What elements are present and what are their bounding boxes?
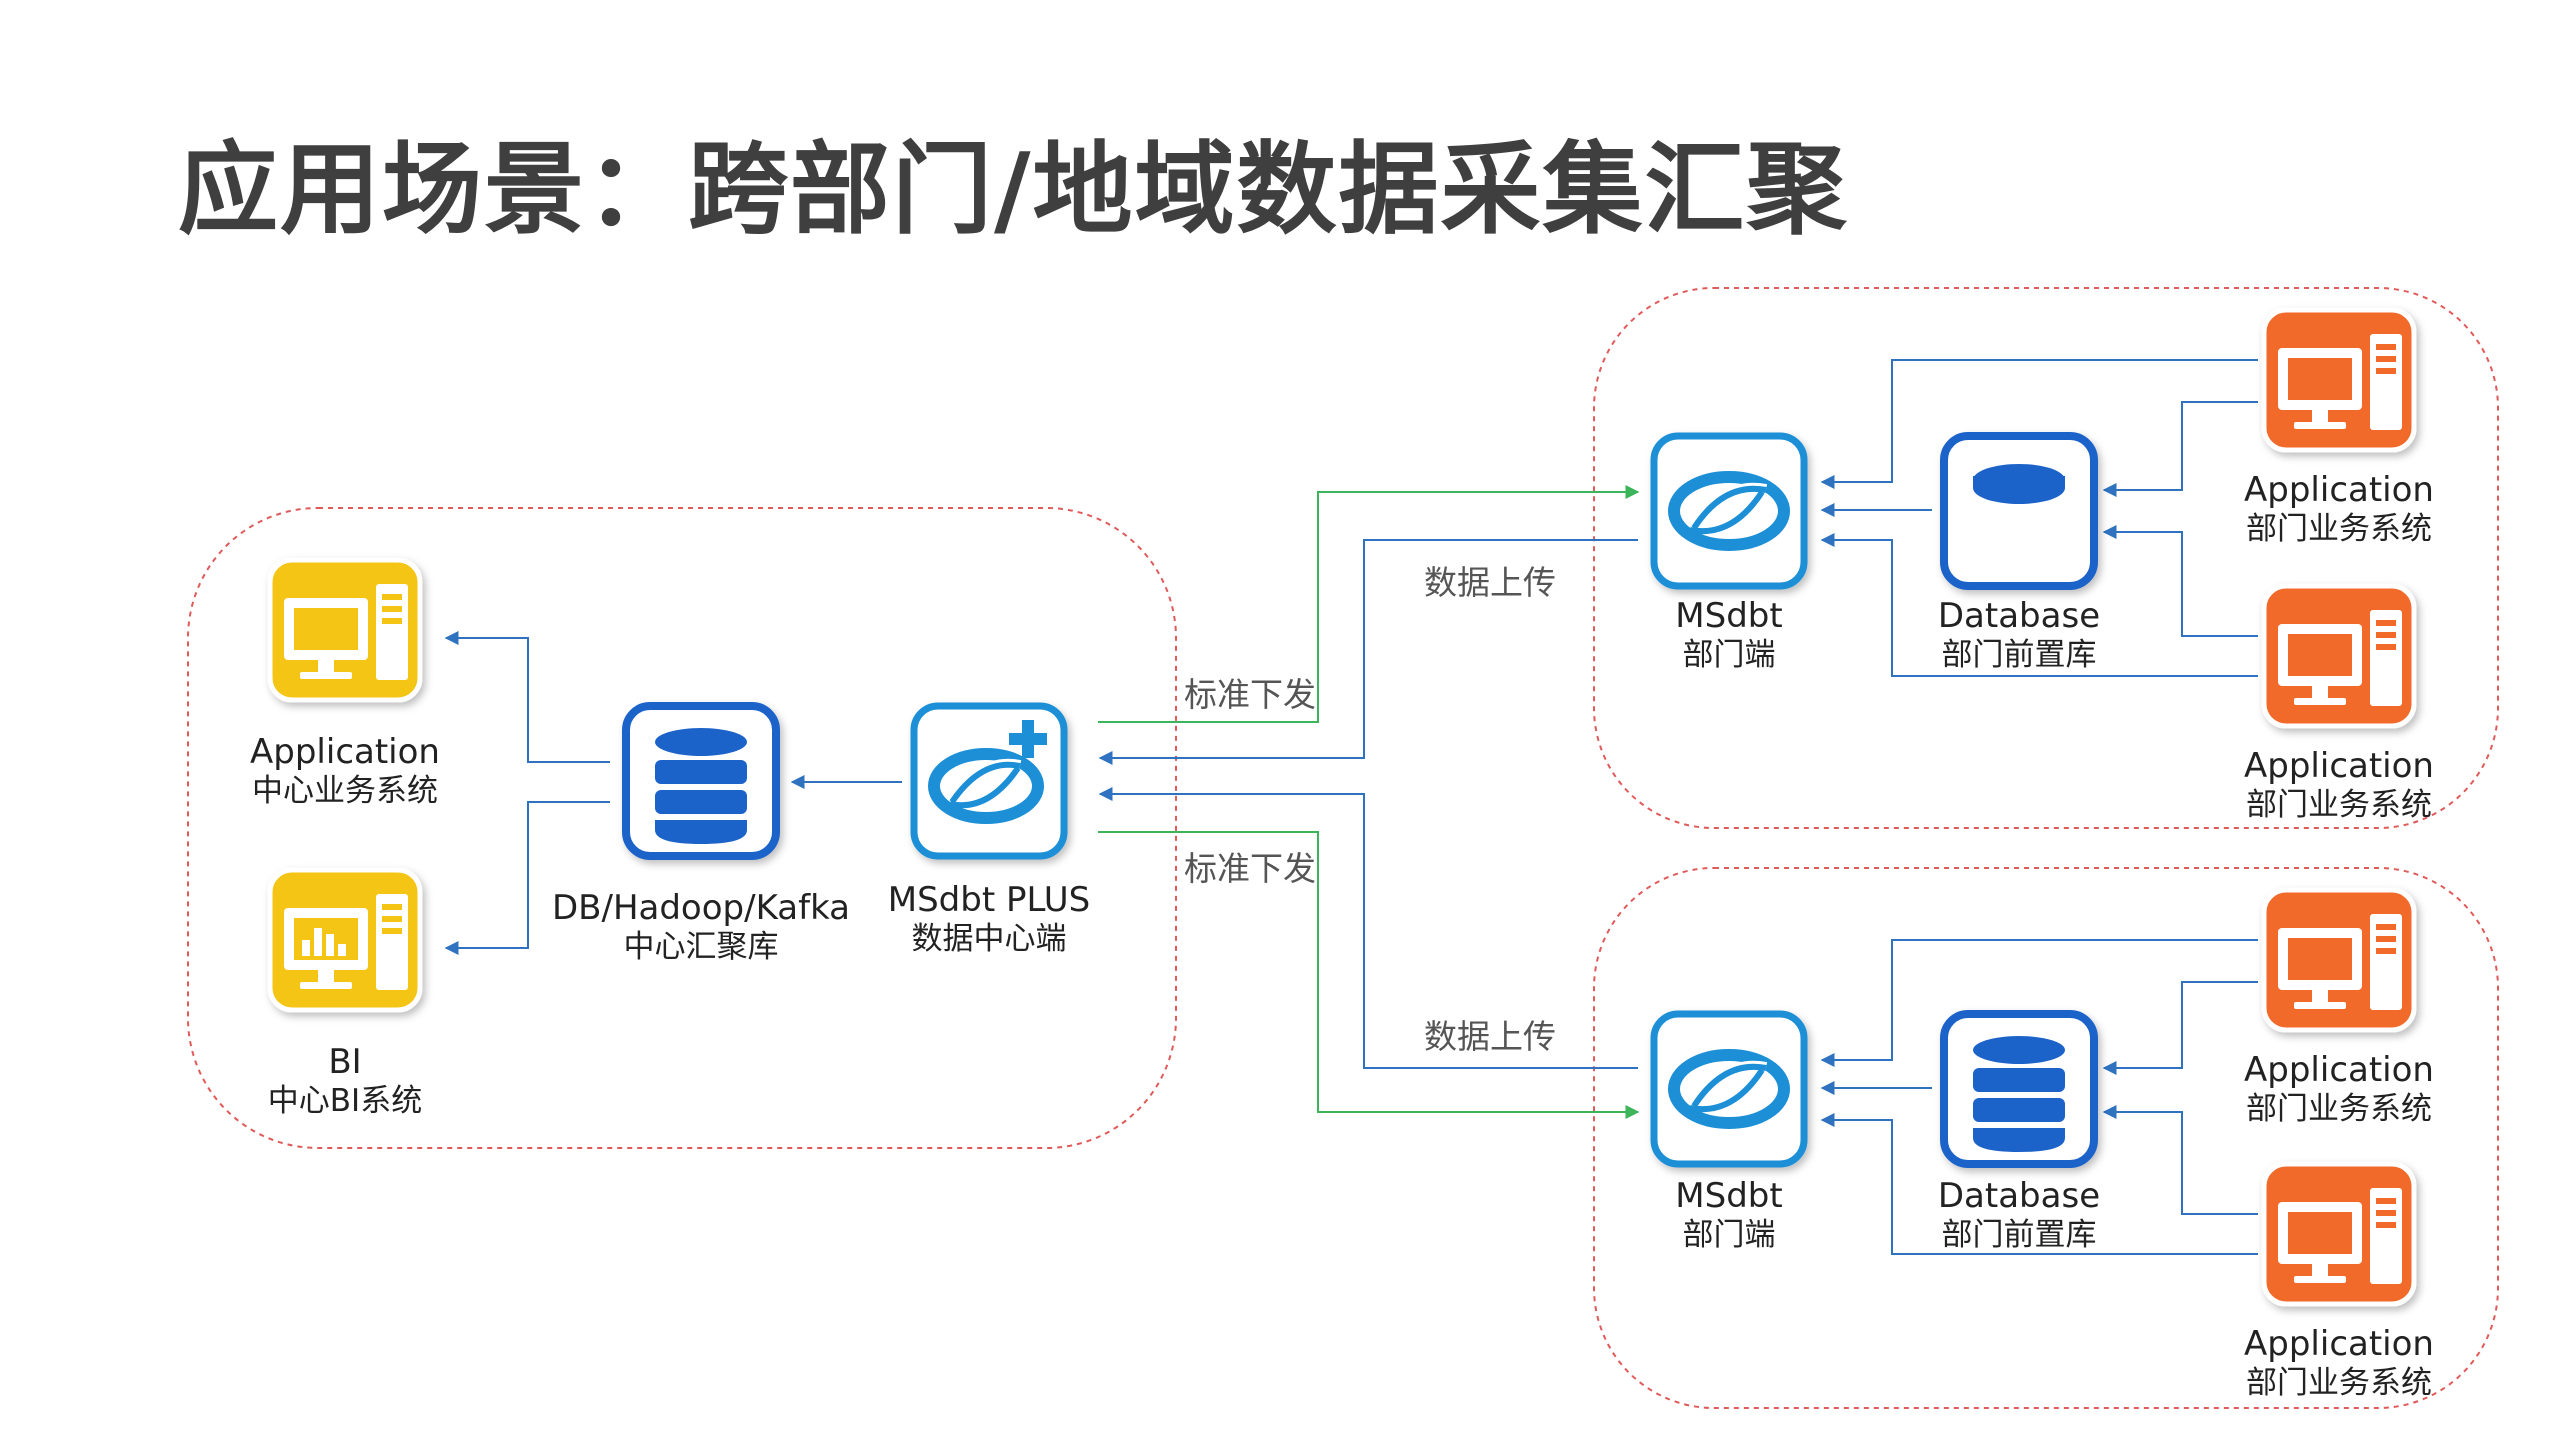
dept-top-app2-desc: 部门业务系统: [2246, 787, 2432, 823]
center-app-icon: [270, 560, 420, 700]
dept-top-app2-icon: [2264, 586, 2414, 726]
center-bi-name: BI: [328, 1042, 362, 1082]
center-store-icon: [626, 706, 776, 856]
department-region-top: [1593, 287, 2499, 829]
center-store-name: DB/Hadoop/Kafka: [551, 888, 850, 928]
dept-top-app1-name: Application: [2244, 470, 2434, 510]
dept-bottom-app2-name: Application: [2244, 1324, 2434, 1364]
msdbt-plus-name: MSdbt PLUS: [887, 880, 1091, 920]
dept-bottom-app2-desc: 部门业务系统: [2246, 1365, 2432, 1401]
dept-top-app1-desc: 部门业务系统: [2246, 511, 2432, 547]
department-region-bottom: [1593, 867, 2499, 1409]
center-bi-desc: 中心BI系统: [267, 1083, 423, 1119]
dept-top-msdbt-icon: [1654, 436, 1804, 586]
center-app-label: Application 中心业务系统: [220, 732, 470, 810]
center-bi-label: BI 中心BI系统: [220, 1042, 470, 1120]
dept-bottom-app1-icon: [2264, 890, 2414, 1030]
dept-bottom-msdbt-desc: 部门端: [1682, 1217, 1776, 1253]
dept-top-app1-icon: [2264, 310, 2414, 450]
center-app-desc: 中心业务系统: [252, 773, 438, 809]
center-region: [187, 507, 1177, 1149]
dept-top-msdbt-name: MSdbt: [1675, 596, 1783, 636]
dept-bottom-msdbt-name: MSdbt: [1675, 1176, 1783, 1216]
dept-bottom-db-label: Database 部门前置库: [1899, 1176, 2139, 1254]
center-store-label: DB/Hadoop/Kafka 中心汇聚库: [546, 888, 856, 966]
department-bottom-connectors: [1820, 939, 2258, 1255]
msdbt-plus-desc: 数据中心端: [911, 921, 1067, 957]
center-store-desc: 中心汇聚库: [623, 929, 779, 965]
center-connectors: [444, 631, 902, 955]
dept-top-msdbt-desc: 部门端: [1682, 637, 1776, 673]
dept-top-app1-label: Application 部门业务系统: [2214, 470, 2464, 548]
upload-connectors: [1098, 539, 1638, 1069]
distribute-label-bottom: 标准下发: [1184, 849, 1316, 888]
msdbt-plus-label: MSdbt PLUS 数据中心端: [864, 880, 1114, 958]
dept-bottom-db-icon: [1944, 1014, 2094, 1164]
dept-top-db-label: Database 部门前置库: [1899, 596, 2139, 674]
msdbt-plus-icon: [914, 706, 1064, 856]
dept-bottom-app1-name: Application: [2244, 1050, 2434, 1090]
dept-bottom-app1-label: Application 部门业务系统: [2214, 1050, 2464, 1128]
dept-top-app2-label: Application 部门业务系统: [2214, 746, 2464, 824]
dept-bottom-app2-icon: [2264, 1164, 2414, 1304]
distribute-label-top: 标准下发: [1184, 675, 1316, 714]
dept-bottom-app2-label: Application 部门业务系统: [2214, 1324, 2464, 1402]
dept-top-app2-name: Application: [2244, 746, 2434, 786]
center-bi-icon: [270, 870, 420, 1010]
dept-top-msdbt-label: MSdbt 部门端: [1609, 596, 1849, 674]
center-app-name: Application: [250, 732, 440, 772]
dept-bottom-msdbt-label: MSdbt 部门端: [1609, 1176, 1849, 1254]
dept-top-db-name: Database: [1937, 596, 2101, 636]
upload-label-top: 数据上传: [1424, 563, 1556, 602]
dept-bottom-msdbt-icon: [1654, 1014, 1804, 1164]
dept-bottom-db-desc: 部门前置库: [1941, 1217, 2097, 1253]
dept-bottom-db-name: Database: [1937, 1176, 2101, 1216]
distribute-connectors: [1098, 485, 1640, 1119]
slide-title: 应用场景：跨部门/地域数据采集汇聚: [178, 131, 1849, 248]
department-top-connectors: [1820, 359, 2258, 677]
dept-top-db-icon: [1944, 436, 2094, 586]
dept-bottom-app1-desc: 部门业务系统: [2246, 1091, 2432, 1127]
dept-top-db-desc: 部门前置库: [1941, 637, 2097, 673]
upload-label-bottom: 数据上传: [1424, 1017, 1556, 1056]
